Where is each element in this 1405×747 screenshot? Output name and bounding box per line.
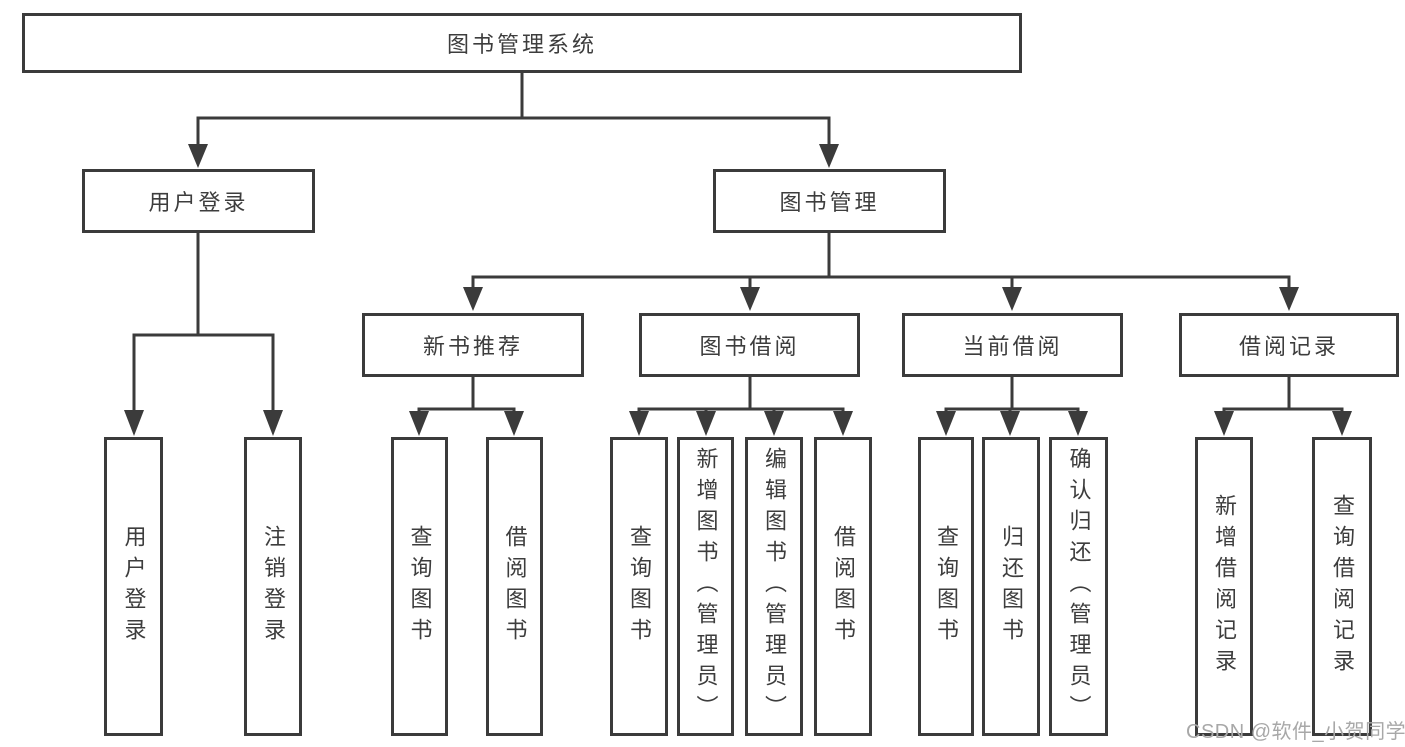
leaf-borrow-query-books-label: 查询图书 bbox=[627, 524, 652, 649]
leaf-newbook-borrow-books-label: 借阅图书 bbox=[502, 524, 528, 649]
node-root: 图书管理系统 bbox=[22, 13, 1022, 73]
leaf-user-login: 用户登录 bbox=[104, 437, 163, 736]
leaf-current-return-books: 归还图书 bbox=[982, 437, 1040, 736]
leaf-borrow-edit-books-admin-label: 编辑图书（管理员） bbox=[762, 447, 787, 726]
leaf-logout-login: 注销登录 bbox=[244, 437, 302, 736]
leaf-newbook-borrow-books: 借阅图书 bbox=[486, 437, 543, 736]
node-current-borrow: 当前借阅 bbox=[902, 313, 1123, 377]
leaf-borrow-borrow-books: 借阅图书 bbox=[814, 437, 872, 736]
node-new-book-recommend: 新书推荐 bbox=[362, 313, 584, 377]
node-book-management: 图书管理 bbox=[713, 169, 946, 233]
leaf-newbook-query-books: 查询图书 bbox=[391, 437, 448, 736]
leaf-records-query-record: 查询借阅记录 bbox=[1312, 437, 1372, 736]
leaf-borrow-borrow-books-label: 借阅图书 bbox=[831, 524, 856, 649]
leaf-records-query-record-label: 查询借阅记录 bbox=[1330, 493, 1355, 680]
leaf-borrow-edit-books-admin: 编辑图书（管理员） bbox=[745, 437, 803, 736]
node-book-borrow: 图书借阅 bbox=[639, 313, 860, 377]
leaf-borrow-query-books: 查询图书 bbox=[610, 437, 668, 736]
leaf-borrow-add-books-admin: 新增图书（管理员） bbox=[677, 437, 734, 736]
node-user-login: 用户登录 bbox=[82, 169, 315, 233]
leaf-newbook-query-books-label: 查询图书 bbox=[407, 524, 433, 649]
leaf-records-add-record-label: 新增借阅记录 bbox=[1212, 493, 1237, 680]
leaf-records-add-record: 新增借阅记录 bbox=[1195, 437, 1253, 736]
leaf-user-login-label: 用户登录 bbox=[121, 524, 147, 649]
leaf-current-return-books-label: 归还图书 bbox=[999, 524, 1024, 649]
watermark: CSDN @软件_小贺同学 bbox=[1186, 721, 1405, 743]
node-borrow-records: 借阅记录 bbox=[1179, 313, 1399, 377]
leaf-current-query-books-label: 查询图书 bbox=[934, 524, 959, 649]
leaf-current-confirm-return-admin: 确认归还（管理员） bbox=[1049, 437, 1108, 736]
leaf-borrow-add-books-admin-label: 新增图书（管理员） bbox=[693, 447, 719, 726]
leaf-logout-login-label: 注销登录 bbox=[261, 524, 286, 649]
leaf-current-query-books: 查询图书 bbox=[918, 437, 974, 736]
leaf-current-confirm-return-admin-label: 确认归还（管理员） bbox=[1066, 447, 1092, 726]
